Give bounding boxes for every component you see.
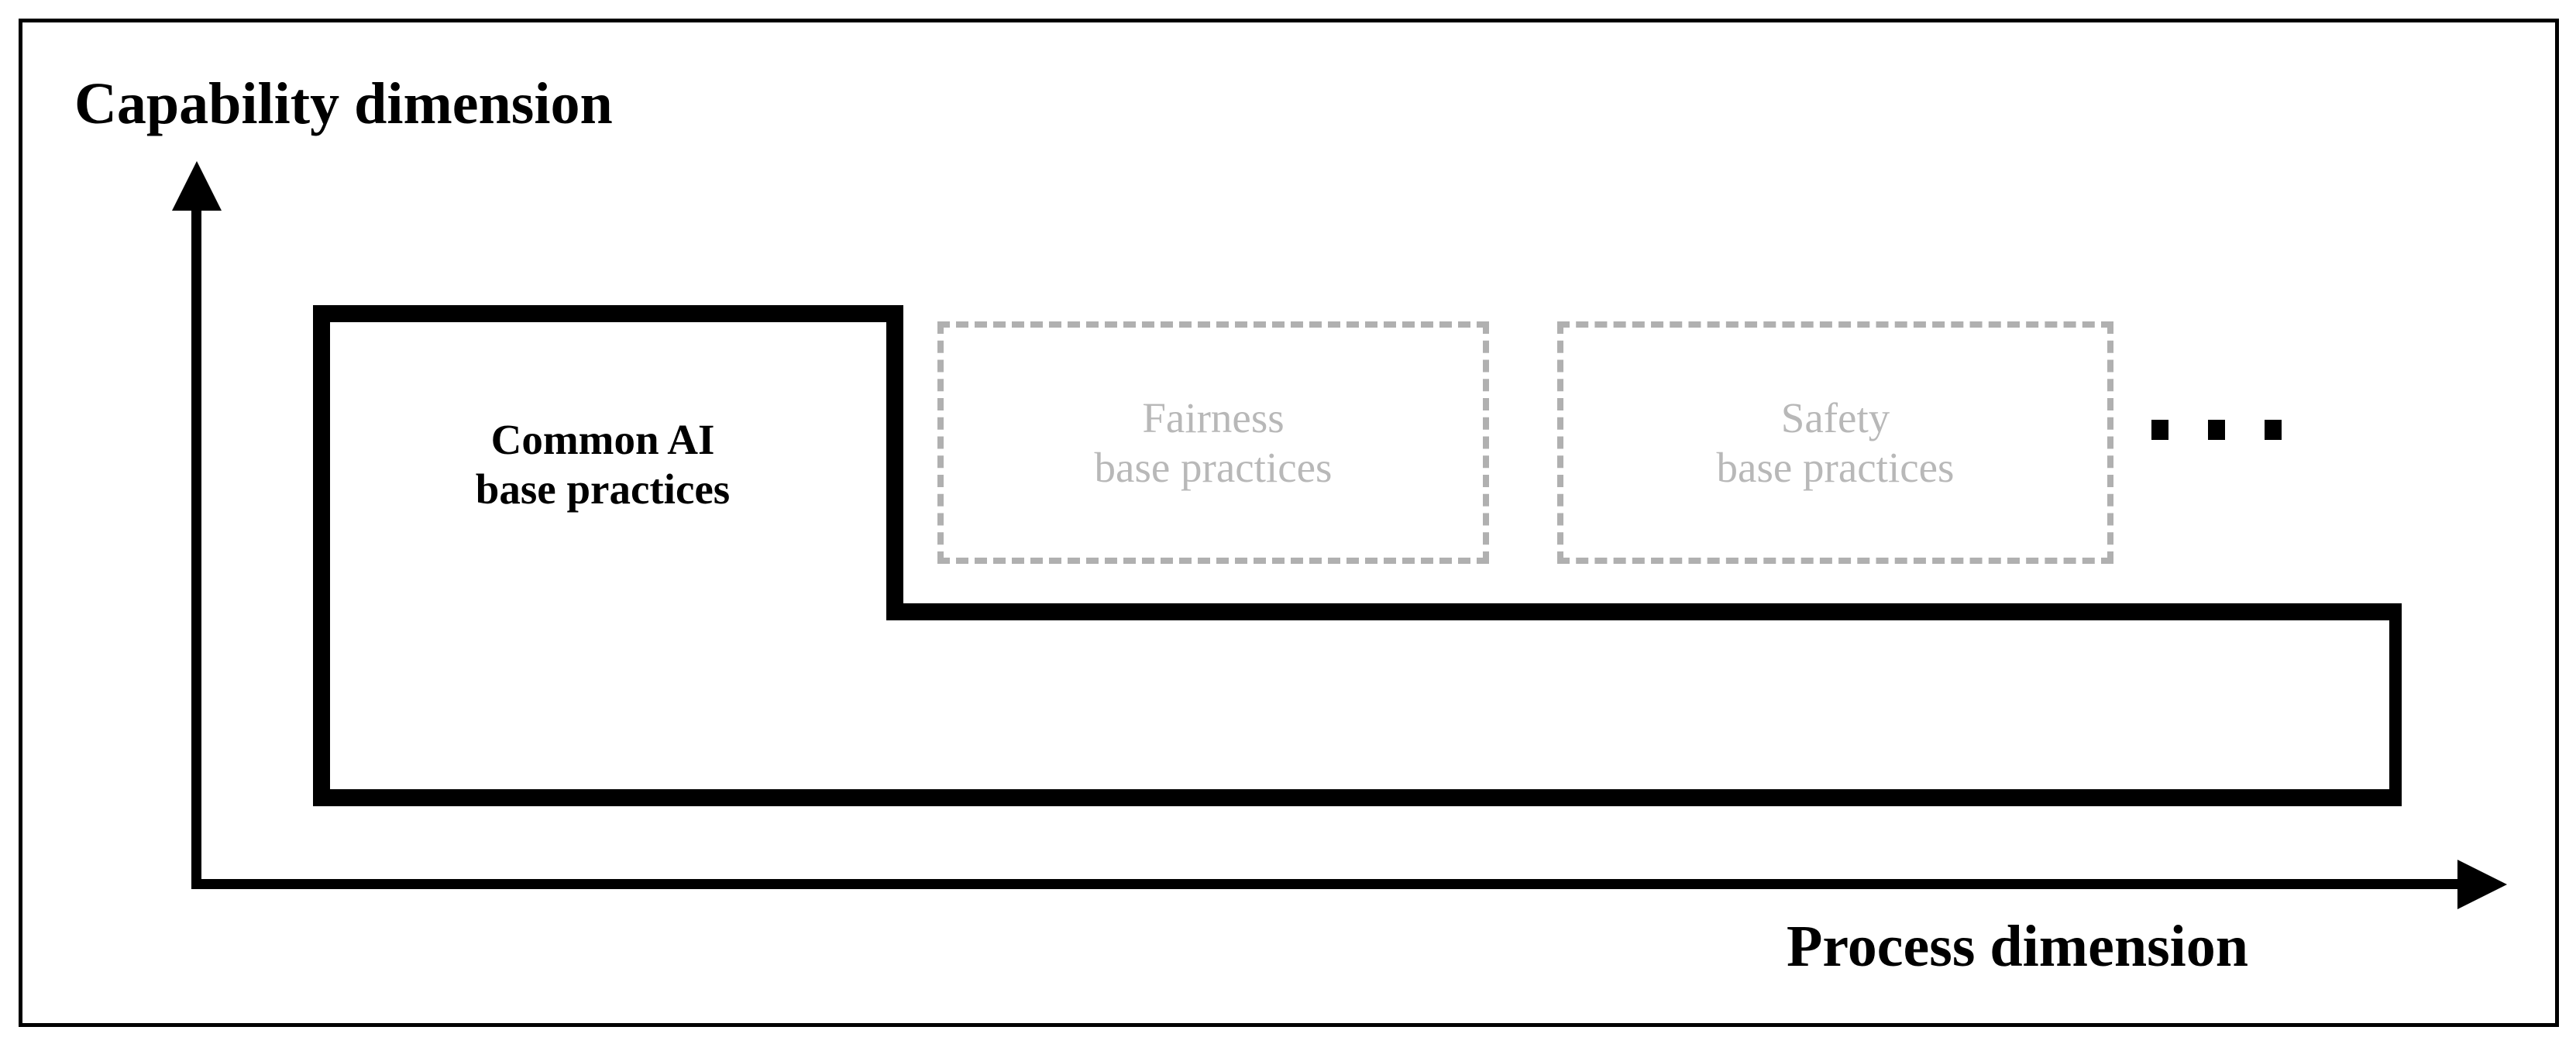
ellipsis-dot xyxy=(2265,420,2282,440)
step-outline xyxy=(313,305,2402,806)
box-label-common-ai: Common AI base practices xyxy=(325,415,880,514)
right-arrow-icon xyxy=(2457,860,2507,909)
capability-box-fairness[interactable]: Fairness base practices xyxy=(937,321,1489,564)
x-axis-label: Process dimension xyxy=(1787,914,2249,979)
box-label-line-2: base practices xyxy=(1716,443,1955,491)
y-axis-line xyxy=(191,183,201,889)
step-outline-path xyxy=(313,305,2402,806)
capability-box-safety[interactable]: Safety base practices xyxy=(1557,321,2113,564)
box-label-line-2: base practices xyxy=(1094,443,1333,491)
box-label-line-1: Common AI xyxy=(490,416,715,463)
box-label-line-2: base practices xyxy=(475,465,731,513)
box-label-line-1: Safety xyxy=(1780,393,1890,441)
x-axis-line xyxy=(191,879,2481,889)
ellipsis-dot xyxy=(2151,420,2168,440)
y-axis-label: Capability dimension xyxy=(74,71,613,136)
ellipsis-dot xyxy=(2208,420,2225,440)
ellipsis-icon xyxy=(2151,420,2282,440)
figure-border xyxy=(19,19,2559,1027)
box-label-line-1: Fairness xyxy=(1142,393,1285,441)
